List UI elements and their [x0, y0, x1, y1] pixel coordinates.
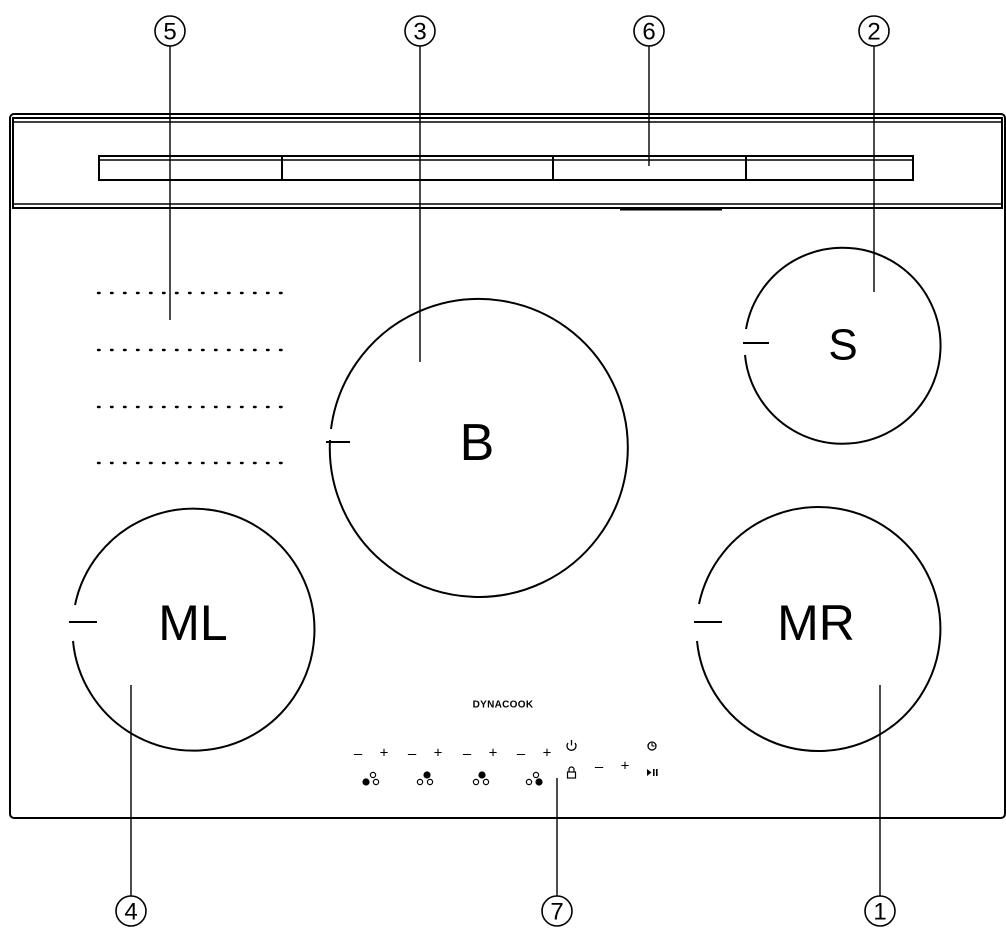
zone1-select-icon[interactable] [362, 771, 380, 786]
callout-7: 7 [541, 895, 573, 927]
zone1-minus-button[interactable]: – [354, 746, 363, 763]
zone-mr-label: MR [777, 595, 855, 651]
callout-2: 2 [858, 15, 890, 47]
zone1-plus-button[interactable]: + [380, 745, 389, 762]
zone3-minus-button[interactable]: – [463, 746, 472, 763]
zone4-minus-button[interactable]: – [517, 746, 526, 763]
svg-text:7: 7 [550, 899, 563, 926]
svg-text:1: 1 [873, 899, 886, 926]
zone3-select-icon[interactable] [472, 771, 490, 786]
callout-5: 5 [154, 15, 186, 47]
power-icon[interactable] [566, 740, 577, 751]
timer-plus-button[interactable]: + [621, 758, 630, 775]
zone-ml-label: ML [158, 595, 227, 651]
control-panel: – + – + – + – + [354, 740, 658, 786]
timer-minus-button[interactable]: – [595, 759, 604, 776]
svg-text:6: 6 [642, 19, 655, 46]
zone-b-ring [328, 297, 629, 598]
svg-text:5: 5 [163, 19, 176, 46]
callout-1: 1 [864, 895, 896, 927]
vent-panel [12, 117, 1003, 209]
callout-6: 6 [633, 15, 665, 47]
svg-text:4: 4 [124, 899, 137, 926]
zone2-select-icon[interactable] [416, 771, 434, 786]
callout-3: 3 [404, 15, 436, 47]
svg-text:2: 2 [867, 19, 880, 46]
zone-ml-ring [72, 507, 316, 752]
timer-clock-icon[interactable] [647, 741, 657, 751]
svg-text:3: 3 [413, 19, 426, 46]
callout-4: 4 [115, 895, 147, 927]
zone-b-label: B [460, 414, 495, 472]
brand-logo: DYNACOOK [473, 700, 534, 711]
zone4-select-icon[interactable] [525, 771, 543, 786]
zone4-plus-button[interactable]: + [543, 745, 552, 762]
zone-mr-ring [696, 506, 942, 752]
zone-s-label: S [828, 321, 857, 370]
cooktop-outline [9, 113, 1006, 819]
zone-s-ring [744, 246, 942, 445]
vent-grille [98, 155, 914, 181]
zone2-minus-button[interactable]: – [408, 746, 417, 763]
play-pause-icon[interactable] [647, 769, 658, 776]
lock-icon[interactable] [566, 766, 577, 779]
zone2-plus-button[interactable]: + [434, 745, 443, 762]
zone3-plus-button[interactable]: + [489, 745, 498, 762]
